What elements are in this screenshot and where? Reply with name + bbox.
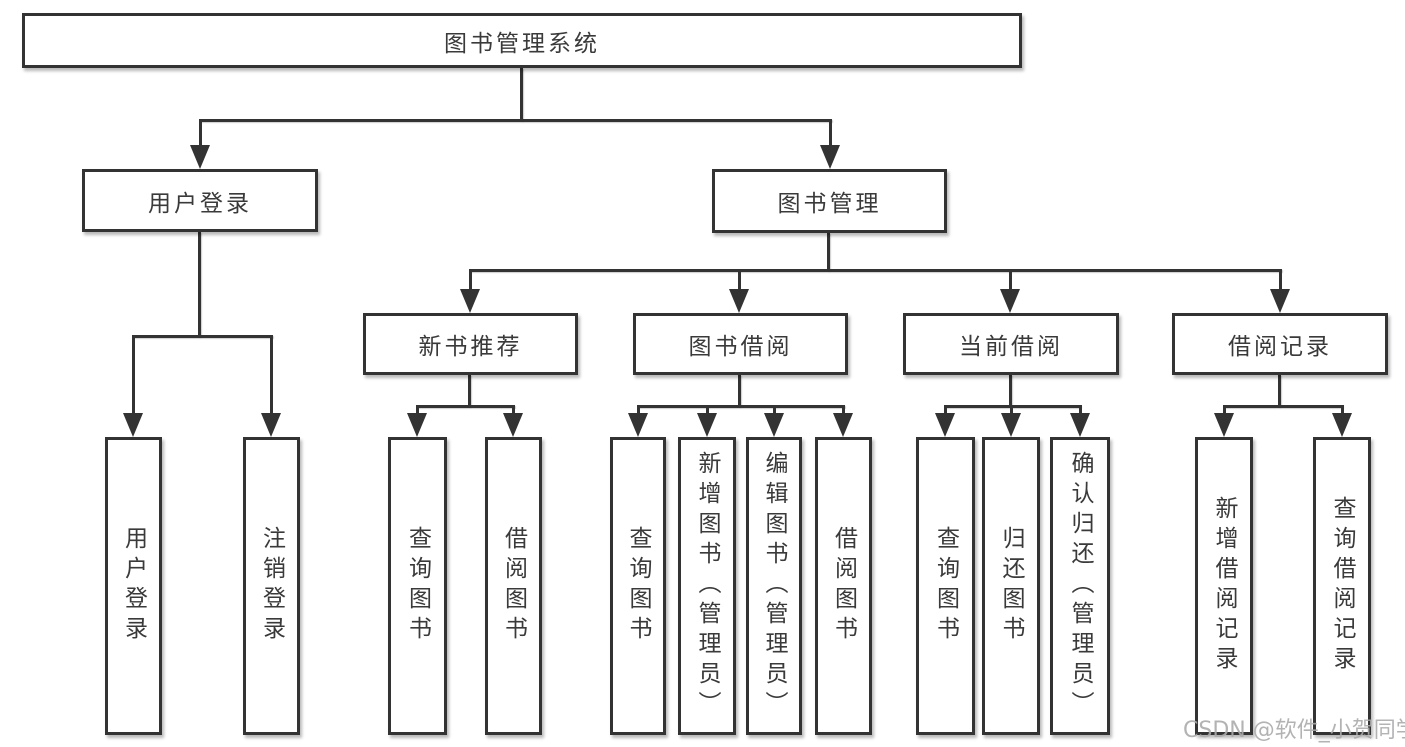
- leaf-query-books-current-label: 查询图书: [932, 526, 959, 646]
- connector-book-borrow-rail: [637, 405, 845, 408]
- arrow-to-book-management: [820, 119, 840, 169]
- node-book-borrow: 图书借阅: [633, 313, 848, 375]
- leaf-borrow-books-recommend: 借阅图书: [485, 437, 542, 735]
- leaf-confirm-return-admin: 确认归还（管理员）: [1050, 437, 1110, 735]
- connector-current-borrow-stem: [1009, 375, 1012, 407]
- node-user-login: 用户登录: [82, 169, 318, 232]
- connector-user-login-stem: [198, 232, 201, 337]
- leaf-query-books-current: 查询图书: [916, 437, 975, 735]
- leaf-add-borrow-record-label: 新增借阅记录: [1211, 496, 1237, 676]
- leaf-query-books-borrow: 查询图书: [610, 437, 666, 735]
- leaf-user-login-label: 用户登录: [120, 526, 147, 646]
- leaf-add-borrow-record: 新增借阅记录: [1195, 437, 1253, 735]
- connector-book-management-stem: [827, 233, 830, 271]
- csdn-watermark: CSDN @软件_小贺同学: [1183, 718, 1405, 743]
- arrow-to-book-borrow: [729, 269, 749, 313]
- node-library-system: 图书管理系统: [22, 13, 1022, 68]
- node-current-borrow-label: 当前借阅: [959, 334, 1063, 360]
- arrow-to-leaf-logout: [261, 335, 281, 437]
- arrow-to-leaf-edit-books-admin: [764, 405, 784, 437]
- connector-borrow-records-rail: [1223, 405, 1343, 408]
- leaf-add-books-admin: 新增图书（管理员）: [678, 437, 736, 735]
- connector-current-borrow-rail: [944, 405, 1081, 408]
- leaf-logout-label: 注销登录: [258, 526, 285, 646]
- arrow-to-current-borrow: [1000, 269, 1020, 313]
- leaf-return-books-label: 归还图书: [998, 526, 1024, 646]
- leaf-borrow-books-label: 借阅图书: [830, 526, 857, 646]
- node-library-system-label: 图书管理系统: [444, 30, 600, 57]
- leaf-add-books-admin-label: 新增图书（管理员）: [694, 451, 720, 721]
- node-borrow-records-label: 借阅记录: [1228, 334, 1332, 360]
- arrow-to-leaf-borrow-books: [833, 405, 853, 437]
- arrow-to-user-login: [190, 119, 210, 169]
- leaf-return-books: 归还图书: [982, 437, 1040, 735]
- leaf-borrow-books: 借阅图书: [815, 437, 872, 735]
- node-new-book-recommend: 新书推荐: [363, 313, 578, 375]
- node-book-management: 图书管理: [712, 169, 947, 233]
- connector-new-book-recommend-rail: [416, 405, 515, 408]
- connector-book-borrow-stem: [738, 375, 741, 407]
- arrow-to-leaf-user-login: [123, 335, 143, 437]
- connector-new-book-recommend-stem: [468, 375, 471, 407]
- node-new-book-recommend-label: 新书推荐: [418, 334, 523, 360]
- leaf-query-borrow-record-label: 查询借阅记录: [1329, 496, 1355, 676]
- node-borrow-records: 借阅记录: [1172, 313, 1388, 375]
- leaf-query-books-recommend-label: 查询图书: [404, 526, 431, 646]
- connector-root-rail: [199, 119, 832, 122]
- connector-user-login-rail: [132, 335, 273, 338]
- leaf-confirm-return-admin-label: 确认归还（管理员）: [1067, 451, 1093, 721]
- connector-book-management-rail: [469, 269, 1282, 272]
- arrow-to-borrow-records: [1270, 269, 1290, 313]
- leaf-edit-books-admin-label: 编辑图书（管理员）: [761, 451, 787, 721]
- arrow-to-new-book-recommend: [460, 269, 480, 313]
- leaf-borrow-books-recommend-label: 借阅图书: [500, 526, 527, 646]
- arrow-to-leaf-query-books-recommend: [407, 405, 427, 437]
- node-book-management-label: 图书管理: [777, 191, 882, 217]
- node-book-borrow-label: 图书借阅: [688, 334, 793, 360]
- arrow-to-leaf-query-books-current: [935, 405, 955, 437]
- node-user-login-label: 用户登录: [148, 190, 252, 217]
- node-current-borrow: 当前借阅: [903, 313, 1119, 375]
- leaf-query-books-borrow-label: 查询图书: [625, 526, 651, 646]
- arrow-to-leaf-query-books-borrow: [628, 405, 648, 437]
- connector-borrow-records-stem: [1278, 375, 1281, 407]
- leaf-user-login: 用户登录: [105, 437, 162, 735]
- arrow-to-leaf-borrow-books-recommend: [503, 405, 523, 437]
- connector-root-stem: [520, 68, 523, 121]
- arrow-to-leaf-query-borrow-record: [1332, 405, 1352, 437]
- arrow-to-leaf-add-borrow-record: [1214, 405, 1234, 437]
- arrow-to-leaf-add-books-admin: [697, 405, 717, 437]
- leaf-edit-books-admin: 编辑图书（管理员）: [746, 437, 802, 735]
- leaf-logout: 注销登录: [243, 437, 300, 735]
- arrow-to-leaf-return-books: [1001, 405, 1021, 437]
- arrow-to-leaf-confirm-return-admin: [1070, 405, 1090, 437]
- leaf-query-books-recommend: 查询图书: [388, 437, 447, 735]
- leaf-query-borrow-record: 查询借阅记录: [1313, 437, 1371, 735]
